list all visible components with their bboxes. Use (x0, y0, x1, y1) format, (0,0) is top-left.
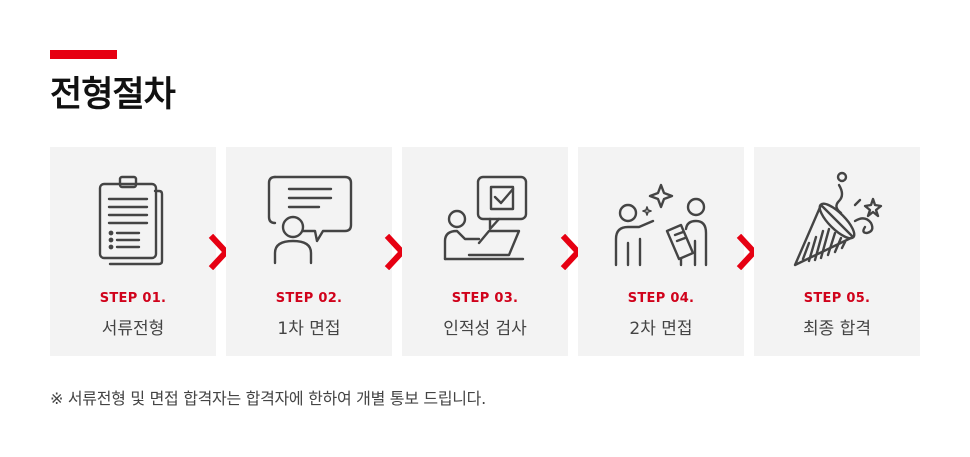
clipboard-icon (83, 169, 183, 269)
interview-speech-icon (259, 169, 359, 269)
page-title: 전형절차 (50, 75, 176, 115)
step-card-3: STEP 03. 인적성 검사 (402, 147, 568, 356)
title-accent-bar (50, 50, 117, 59)
step-card-2: STEP 02. 1차 면접 (226, 147, 392, 356)
aptitude-test-icon (435, 169, 535, 269)
step-number: STEP 02. (275, 291, 343, 306)
second-interview-icon (611, 169, 711, 269)
step-name: 최종 합격 (803, 319, 871, 339)
step-name: 2차 면접 (629, 319, 693, 339)
step-number: STEP 01. (99, 291, 167, 306)
step-name: 서류전형 (101, 319, 165, 339)
party-popper-icon (787, 169, 887, 269)
step-name: 1차 면접 (277, 319, 341, 339)
step-card-5: STEP 05. 최종 합격 (754, 147, 920, 356)
step-number: STEP 05. (803, 291, 871, 306)
step-number: STEP 04. (627, 291, 695, 306)
step-number: STEP 03. (451, 291, 519, 306)
step-card-1: STEP 01. 서류전형 (50, 147, 216, 356)
notice-text: ※ 서류전형 및 면접 합격자는 합격자에 한하여 개별 통보 드립니다. (50, 389, 486, 408)
step-name: 인적성 검사 (443, 319, 527, 339)
process-steps: STEP 01. 서류전형 STEP 02. 1차 면접 (50, 147, 920, 356)
step-card-4: STEP 04. 2차 면접 (578, 147, 744, 356)
